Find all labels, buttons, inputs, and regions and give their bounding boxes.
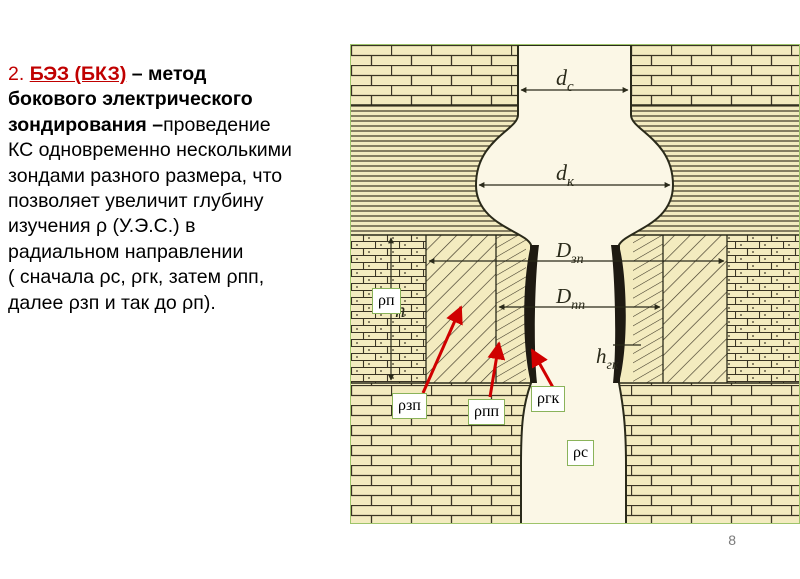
page-number: 8	[728, 532, 736, 548]
title-abbreviation: БЭЗ (БКЗ)	[29, 63, 127, 85]
arrow-rho-pp	[487, 341, 506, 398]
label-dpp: Dпп	[555, 284, 585, 313]
flushed-zone-left	[496, 235, 526, 383]
label-dc: dс	[556, 65, 574, 95]
borehole-diagram: dс dк Dзп Dпп hгк h	[350, 44, 800, 524]
text-line-4: КС одновременно несколькими	[8, 139, 292, 162]
text-line-9: ( сначала ρс, ρгк, затем ρпп,	[8, 266, 265, 289]
arrow-rho-zp	[421, 305, 463, 394]
text-line-3-bold: зондирования –	[8, 113, 164, 136]
label-rho-gk: ρгк	[531, 386, 566, 412]
mudcake-right	[611, 245, 626, 383]
label-rho-p: ρп	[372, 288, 401, 314]
text-line-10: далее ρзп и так до ρп).	[8, 291, 216, 314]
text-line-5: зондами разного размера, что	[8, 164, 283, 187]
text-line-3: зондирования –проведение	[8, 113, 353, 138]
reservoir-right-dots	[727, 235, 799, 383]
label-dzp: Dзп	[555, 238, 584, 267]
text-line-8: радиальном направлении	[8, 240, 244, 263]
label-dk: dк	[556, 160, 575, 190]
title-line: 2. БЭЗ (БКЗ) – метод	[8, 62, 353, 87]
borehole-drawing: dс dк Dзп Dпп hгк h	[351, 45, 799, 523]
text-line-3-rest: проведение	[163, 113, 271, 136]
text-line-6: позволяет увеличит глубину	[8, 190, 264, 213]
slide-text: 2. БЭЗ (БКЗ) – метод бокового электричес…	[8, 62, 353, 316]
flushed-zone-right	[633, 235, 663, 383]
mudcake-left	[524, 245, 539, 383]
label-hgk: hгк	[596, 344, 619, 373]
label-rho-c: ρс	[567, 440, 595, 466]
text-line-7: изучения ρ (У.Э.С.) в	[8, 215, 196, 238]
label-rho-pp: ρпп	[468, 399, 506, 425]
title-number: 2.	[8, 63, 30, 85]
borehole	[474, 45, 675, 523]
arrow-rho-gk	[530, 348, 557, 392]
text-line-2: бокового электрического	[8, 88, 253, 111]
invaded-zone-right	[663, 235, 727, 383]
label-rho-zp: ρзп	[392, 393, 427, 419]
title-rest: – метод	[126, 63, 207, 85]
